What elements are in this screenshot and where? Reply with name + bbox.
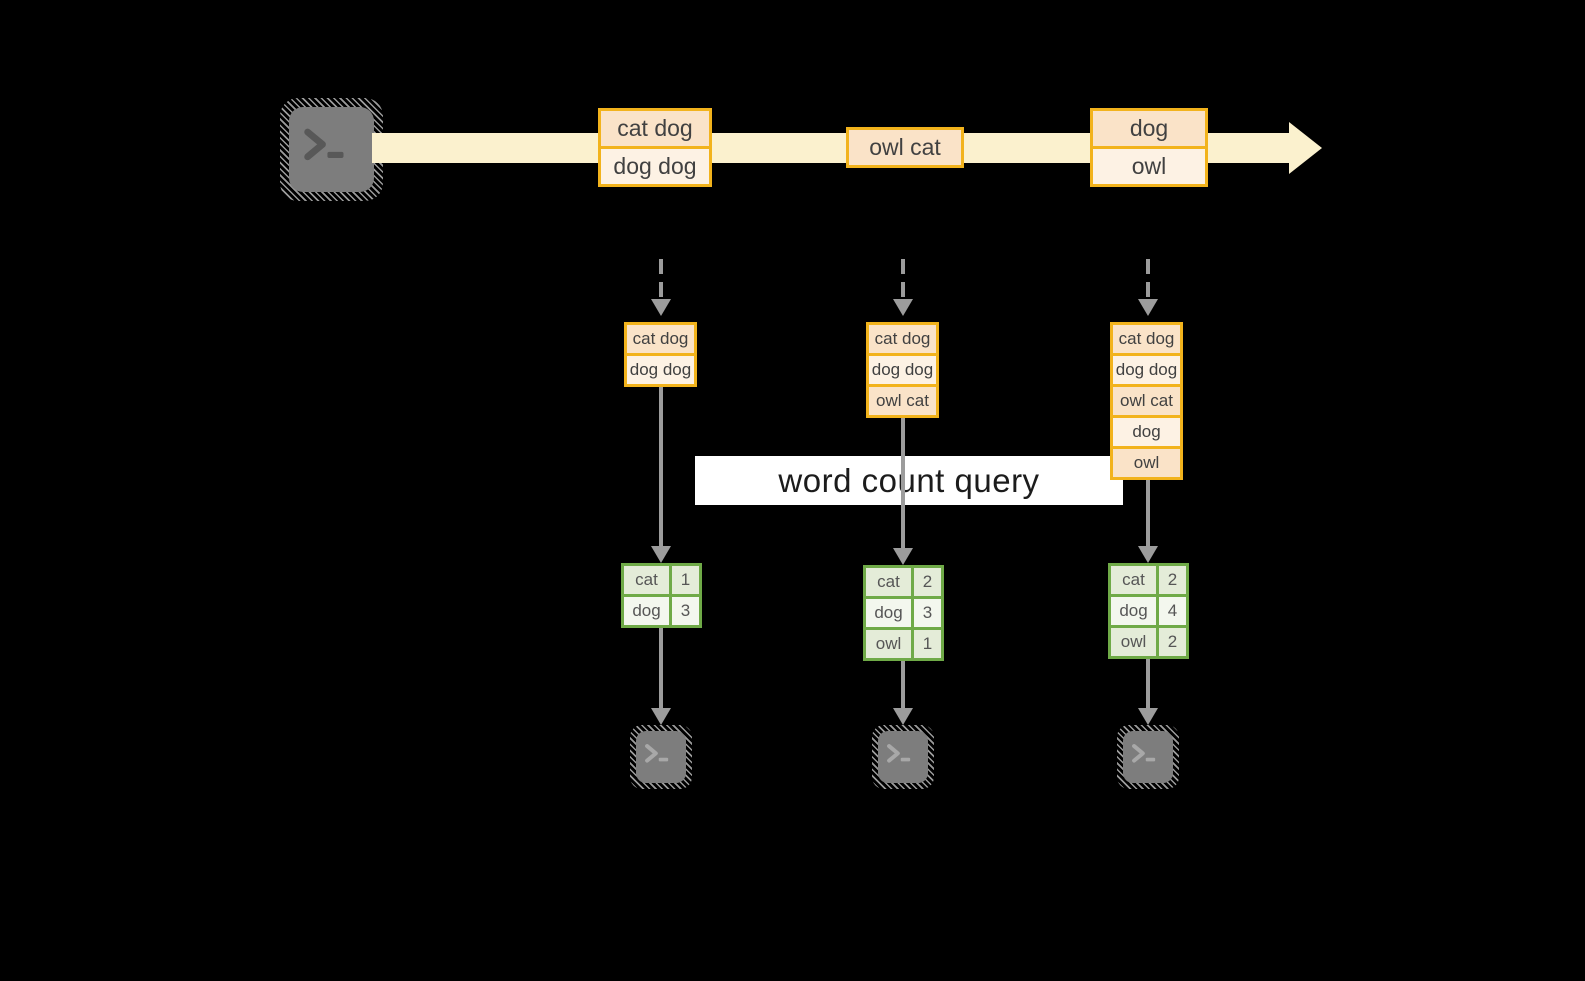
count-cell: 3 [672, 597, 699, 625]
arrow-line [1146, 659, 1150, 708]
arrow-line [901, 418, 905, 548]
terminal-source-icon [280, 98, 383, 201]
record: owl [1113, 446, 1180, 477]
record: owl cat [869, 384, 936, 415]
table-row: owl 2 [1111, 625, 1186, 656]
record: owl [1093, 146, 1205, 184]
terminal-sink-icon [1117, 725, 1179, 789]
input-table-2: cat dog dog dog owl cat [866, 322, 939, 418]
word-count-table-1: cat 1 dog 3 [621, 563, 702, 628]
arrowhead-icon [893, 708, 913, 725]
table-row: dog 3 [624, 594, 699, 625]
stream-batch-1: cat dog dog dog [598, 108, 712, 187]
prompt-icon [1132, 744, 1158, 764]
terminal-screen [289, 107, 374, 192]
word-cell: dog [624, 597, 672, 625]
record: dog dog [869, 353, 936, 384]
input-table-1: cat dog dog dog [624, 322, 697, 387]
stream-batch-2: owl cat [846, 127, 964, 168]
table-row: dog 4 [1111, 594, 1186, 625]
arrow-line [659, 387, 663, 546]
arrow-line [901, 661, 905, 708]
table-row: owl 1 [866, 627, 941, 658]
table-row: cat 2 [866, 568, 941, 596]
dashed-arrow-line [659, 259, 663, 299]
prompt-icon [887, 744, 913, 764]
record: cat dog [627, 325, 694, 353]
terminal-screen [878, 731, 928, 783]
word-count-table-3: cat 2 dog 4 owl 2 [1108, 563, 1189, 659]
record: cat dog [869, 325, 936, 353]
arrowhead-icon [651, 546, 671, 563]
record: owl cat [849, 130, 961, 165]
arrowhead-icon [651, 708, 671, 725]
arrowhead-icon [1138, 708, 1158, 725]
arrow-line [659, 628, 663, 708]
record: dog dog [601, 146, 709, 184]
prompt-icon [299, 121, 353, 170]
arrowhead-icon [893, 299, 913, 316]
count-cell: 2 [1159, 566, 1186, 594]
terminal-screen [1123, 731, 1173, 783]
count-cell: 3 [914, 599, 941, 627]
word-cell: dog [866, 599, 914, 627]
prompt-icon [645, 744, 671, 764]
record: dog [1113, 415, 1180, 446]
record: cat dog [1113, 325, 1180, 353]
count-cell: 2 [1159, 628, 1186, 656]
word-cell: owl [1111, 628, 1159, 656]
arrowhead-icon [1138, 546, 1158, 563]
terminal-screen [636, 731, 686, 783]
record: cat dog [601, 111, 709, 146]
stream-batch-3: dog owl [1090, 108, 1208, 187]
table-row: cat 1 [624, 566, 699, 594]
terminal-sink-icon [630, 725, 692, 789]
table-row: dog 3 [866, 596, 941, 627]
record: dog [1093, 111, 1205, 146]
terminal-sink-icon [872, 725, 934, 789]
arrowhead-icon [893, 548, 913, 565]
arrowhead-icon [651, 299, 671, 316]
word-count-table-2: cat 2 dog 3 owl 1 [863, 565, 944, 661]
input-stream-arrowhead-icon [1289, 122, 1322, 174]
word-cell: owl [866, 630, 914, 658]
count-cell: 2 [914, 568, 941, 596]
word-cell: cat [1111, 566, 1159, 594]
table-row: cat 2 [1111, 566, 1186, 594]
query-label: word count query [695, 456, 1123, 505]
dashed-arrow-line [901, 259, 905, 299]
word-cell: cat [624, 566, 672, 594]
word-cell: dog [1111, 597, 1159, 625]
arrow-line [1146, 480, 1150, 546]
count-cell: 1 [672, 566, 699, 594]
record: dog dog [627, 353, 694, 384]
arrowhead-icon [1138, 299, 1158, 316]
dashed-arrow-line [1146, 259, 1150, 299]
input-table-3: cat dog dog dog owl cat dog owl [1110, 322, 1183, 480]
count-cell: 1 [914, 630, 941, 658]
record: owl cat [1113, 384, 1180, 415]
record: dog dog [1113, 353, 1180, 384]
word-cell: cat [866, 568, 914, 596]
count-cell: 4 [1159, 597, 1186, 625]
